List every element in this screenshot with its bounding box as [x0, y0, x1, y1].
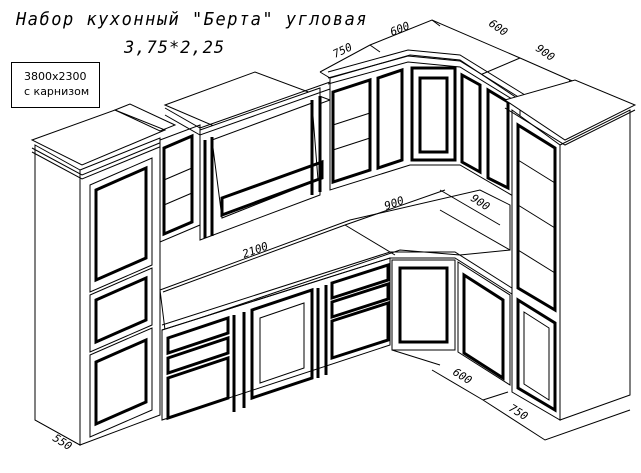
dim-floor-750: 750 [506, 402, 530, 424]
drawing-subtitle: 3,75*2,25 [124, 38, 226, 58]
upper-corner-cabinets [327, 49, 526, 201]
right-tall-cabinet [503, 79, 637, 421]
dim-top-600: 600 [388, 19, 412, 39]
overall-size-value: 3800x2300 [24, 70, 87, 83]
dim-top-750: 750 [331, 40, 355, 60]
dim-top-right-600: 600 [486, 17, 510, 39]
dim-floor-600: 600 [450, 366, 474, 388]
upper-left-glass-cabinet [159, 124, 201, 243]
lower-cabinets [161, 251, 516, 421]
left-tall-cabinet: 550 [30, 103, 177, 453]
overall-size-note: 3800x2300 с карнизом [11, 62, 100, 108]
drawing-title: Набор кухонный "Берта" угловая [16, 9, 369, 31]
countertop: 900 900 2100 [159, 189, 511, 331]
overall-size-caption: с карнизом [24, 85, 90, 98]
range-hood [163, 71, 332, 241]
dim-top-right-900: 900 [533, 42, 557, 64]
